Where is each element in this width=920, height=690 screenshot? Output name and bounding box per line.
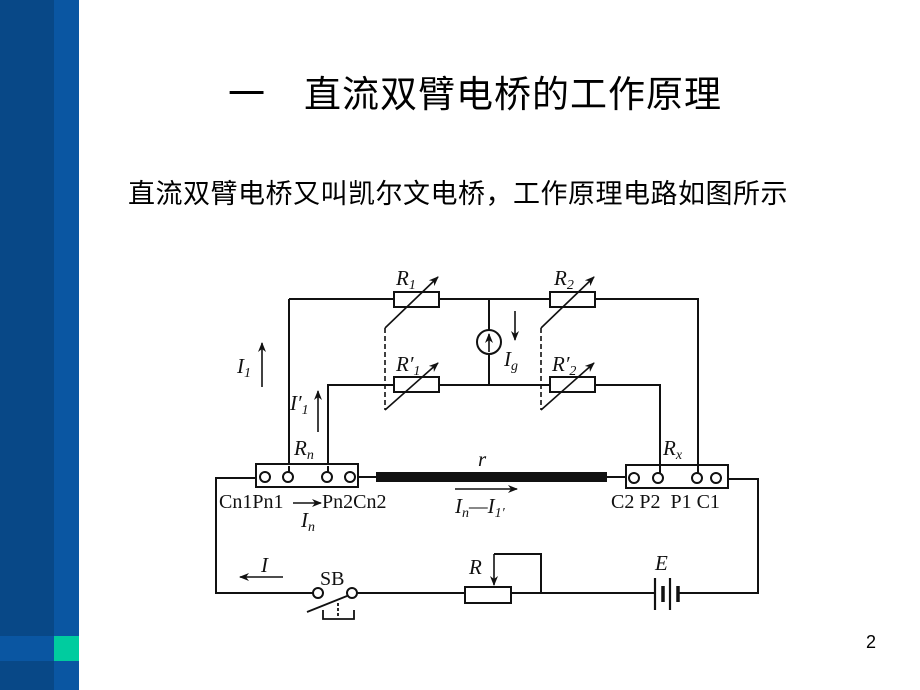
label-i1-prime: I′1	[289, 391, 309, 418]
page-number: 2	[866, 632, 877, 652]
switch-sb-icon	[306, 595, 355, 620]
switch-terminal-right	[346, 587, 358, 599]
lower-wire	[327, 384, 661, 466]
label-rn-terminals-left: Cn1Pn1	[219, 491, 283, 513]
top-wire	[289, 298, 699, 465]
outer-loop-wire	[215, 477, 759, 594]
rn-terminal-block	[255, 463, 359, 488]
link-resistor-r	[376, 472, 607, 482]
label-rn: Rn	[293, 436, 314, 463]
label-i1: I1	[236, 354, 251, 381]
label-rheostat-r: R	[468, 555, 482, 579]
label-e: E	[654, 551, 668, 575]
label-i: I	[260, 553, 269, 577]
sidebar-dark-strip	[0, 0, 54, 690]
label-rx-terminals: C2 P2 P1 C1	[611, 491, 720, 513]
rheostat-r	[464, 586, 512, 604]
label-r2: R2	[553, 266, 574, 293]
label-r-link: r	[478, 447, 487, 471]
resistor-r1-prime	[393, 376, 440, 393]
resistor-r2-prime	[549, 376, 596, 393]
resistor-r1	[393, 291, 440, 308]
sidebar-accent-band	[0, 636, 54, 661]
label-r1: R1	[395, 266, 416, 293]
switch-terminal-left	[312, 587, 324, 599]
sidebar-teal-square	[54, 636, 79, 661]
label-r2-prime: R′2	[551, 352, 576, 379]
slide-title: 一 直流双臂电桥的工作原理	[228, 73, 722, 116]
label-r1-prime: R′1	[395, 352, 420, 379]
label-rn-terminals-right: Pn2Cn2	[322, 491, 386, 513]
battery-icon	[653, 578, 680, 610]
label-sb: SB	[320, 568, 344, 590]
label-rx: Rx	[662, 436, 683, 463]
resistor-r2	[549, 291, 596, 308]
label-in-minus-i1: In—I1′	[454, 494, 506, 521]
label-ig: Ig	[503, 347, 518, 374]
label-in: In	[300, 508, 315, 535]
slide-subtitle: 直流双臂电桥又叫凯尔文电桥，工作原理电路如图所示	[128, 179, 788, 210]
sidebar-light-strip	[54, 0, 79, 690]
